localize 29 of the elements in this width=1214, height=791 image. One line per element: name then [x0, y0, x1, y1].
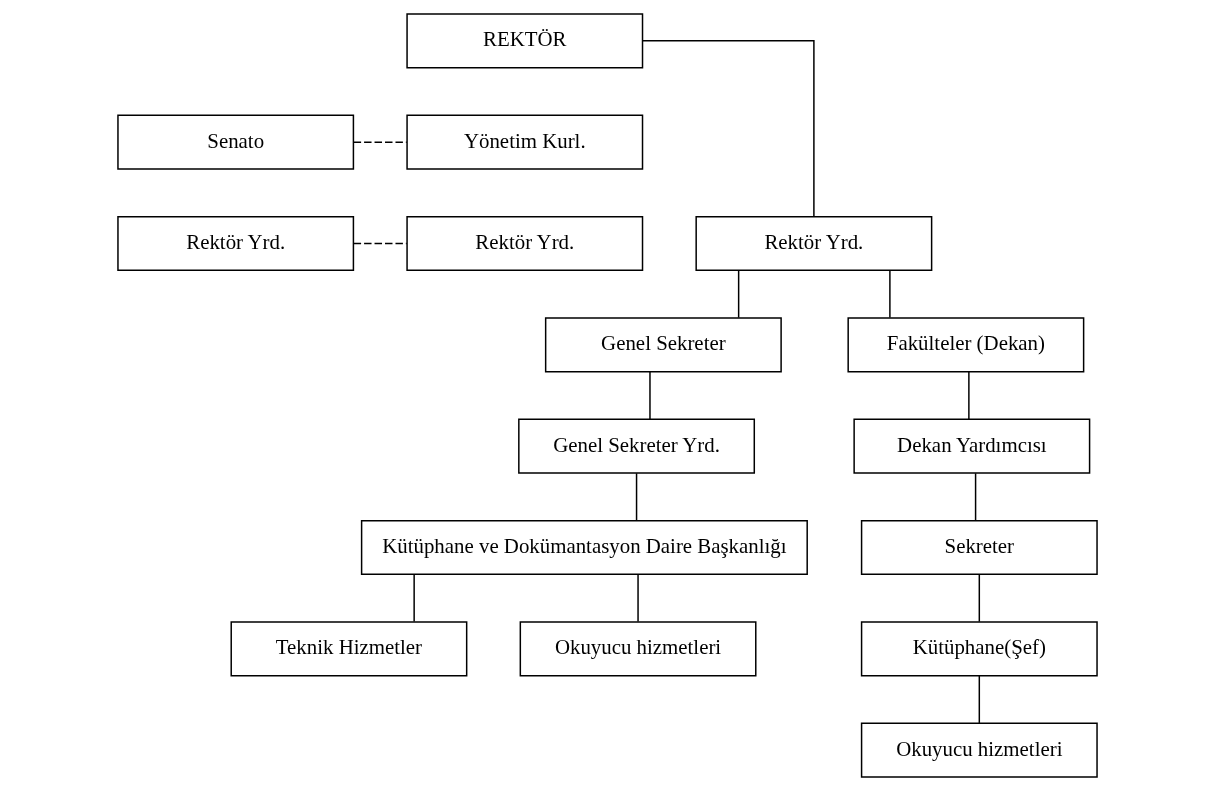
- connector: [978, 675, 980, 724]
- node-box: Genel Sekreter: [544, 317, 782, 373]
- connector: [978, 573, 980, 623]
- node-box: Okuyucu hizmetleri: [519, 621, 757, 677]
- node-box: Fakülteler (Dekan): [846, 317, 1084, 373]
- node-box: Okuyucu hizmetleri: [860, 722, 1098, 778]
- node-box: Rektör Yrd.: [116, 215, 354, 272]
- connector: [737, 269, 739, 319]
- node-box: Sekreter: [860, 519, 1098, 576]
- node-box: Rektör Yrd.: [694, 215, 932, 272]
- node-box: REKTÖR: [405, 13, 643, 69]
- connector: [888, 269, 891, 319]
- connector: [352, 242, 407, 245]
- connector: [648, 371, 651, 420]
- node-box: Yönetim Kurl.: [405, 114, 643, 170]
- node-box: Teknik Hizmetler: [229, 621, 467, 677]
- connector: [967, 371, 970, 420]
- node-box: Genel Sekreter Yrd.: [517, 418, 755, 474]
- connector: [641, 40, 815, 218]
- node-box: Kütüphane ve Dokümantasyon Daire Başkanlığı: [360, 519, 808, 576]
- connector: [974, 472, 976, 522]
- connector: [635, 472, 637, 522]
- node-box: Senato: [116, 114, 354, 170]
- connector: [412, 573, 415, 623]
- node-box: Kütüphane(Şef): [860, 621, 1098, 677]
- connector: [352, 141, 407, 143]
- node-box: Rektör Yrd.: [405, 215, 643, 272]
- node-box: Dekan Yardımcısı: [852, 418, 1090, 474]
- connector: [636, 573, 639, 623]
